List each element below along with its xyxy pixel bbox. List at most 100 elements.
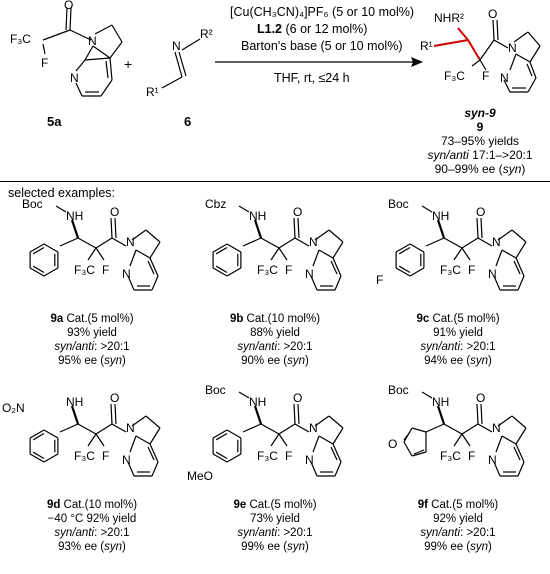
diastereomeric-ratio: syn/anti: >20:1 <box>237 341 313 353</box>
section-divider <box>0 181 550 182</box>
atom-n-pyridine: N <box>122 453 131 467</box>
atom-protecting-group: Cbz <box>205 197 226 211</box>
section-header: selected examples: <box>8 186 116 200</box>
atom-n-pyridine: N <box>488 453 497 467</box>
reactant-5a-structure: F₃C F O N N <box>10 0 123 97</box>
atom-f3c: F₃C <box>440 449 461 463</box>
atom-protecting-group: Boc <box>388 197 409 211</box>
atom-r1: R¹ <box>420 39 433 53</box>
atom-f: F <box>468 449 475 463</box>
compound-label-5a: 5a <box>47 114 62 129</box>
atom-f: F <box>285 263 292 277</box>
product-name: syn-9 <box>464 106 496 120</box>
atom-nh: NH <box>432 209 449 223</box>
atom-nhr2: NHR² <box>434 11 464 25</box>
example-9e-caption: 9e Cat.(5 mol%) 73% yield syn/anti: >20:1 9… <box>185 498 365 554</box>
atom-f3c: F₃C <box>440 263 461 277</box>
compound-id-and-catalyst: 9e Cat.(5 mol%) <box>233 499 317 511</box>
atom-protecting-group: Boc <box>388 383 409 397</box>
enantiomeric-excess: 94% ee (syn) <box>424 355 492 367</box>
atom-substituent: F <box>376 273 383 287</box>
atom-f3c: F₃C <box>74 449 95 463</box>
atom-f: F <box>482 69 489 83</box>
atom-n: N <box>126 421 135 435</box>
atom-f3c: F₃C <box>444 69 465 83</box>
product-syn-9-structure: NHR² R¹ O N F₃C F N <box>420 7 541 93</box>
diastereomeric-ratio: syn/anti: >20:1 <box>54 341 130 353</box>
atom-n: N <box>88 34 97 48</box>
atom-o: O <box>110 205 119 219</box>
atom-n: N <box>309 235 318 249</box>
condition-ligand: L1.2 (6 or 12 mol%) <box>257 22 367 36</box>
example-9d-caption: 9d Cat.(10 mol%) −40 °C 92% yield syn/anti… <box>2 498 182 554</box>
yield: 93% yield <box>67 327 117 339</box>
atom-n-pyridine: N <box>122 267 131 281</box>
compound-id-and-catalyst: 9d Cat.(10 mol%) <box>46 499 138 511</box>
atom-f3c: F₃C <box>257 449 278 463</box>
diastereomeric-ratio: syn/anti: >20:1 <box>420 341 496 353</box>
compound-id-and-catalyst: 9a Cat.(5 mol%) <box>50 313 134 325</box>
atom-r1: R¹ <box>146 85 159 99</box>
atom-f: F <box>102 449 109 463</box>
atom-f3c: F₃C <box>10 32 31 46</box>
atom-o: O <box>110 391 119 405</box>
compound-label-6: 6 <box>184 114 192 129</box>
enantiomeric-excess: 95% ee (syn) <box>58 355 126 367</box>
atom-n: N <box>492 235 501 249</box>
atom-n-pyridine: N <box>500 71 509 85</box>
atom-n: N <box>309 421 318 435</box>
atom-n-pyridine: N <box>70 71 79 85</box>
atom-nh: NH <box>66 209 83 223</box>
enantiomeric-excess: 99% ee (syn) <box>241 541 309 553</box>
condition-solvent-time: THF, rt, ≤24 h <box>274 71 350 85</box>
enantiomeric-excess: 99% ee (syn) <box>424 541 492 553</box>
product-summary: syn-9 9 73–95% yields syn/anti 17:1–>20:… <box>410 106 550 176</box>
product-yields: 73–95% yields <box>440 134 520 148</box>
atom-o: O <box>476 205 485 219</box>
temperature-and-yield: −40 °C 92% yield <box>47 513 137 525</box>
atom-o: O <box>293 205 302 219</box>
plus-sign: + <box>124 56 133 72</box>
atom-f3c: F₃C <box>257 263 278 277</box>
enantiomeric-excess: 93% ee (syn) <box>58 541 126 553</box>
diastereomeric-ratio: syn/anti: >20:1 <box>54 527 130 539</box>
diastereomeric-ratio: syn/anti: >20:1 <box>237 527 313 539</box>
yield: 88% yield <box>250 327 300 339</box>
compound-id-and-catalyst: 9b Cat.(10 mol%) <box>229 313 321 325</box>
atom-o: O <box>64 0 73 12</box>
product-dr: syn/anti 17:1–>20:1 <box>427 148 533 162</box>
reaction-arrow <box>215 57 423 67</box>
atom-nh: NH <box>432 395 449 409</box>
yield: 92% yield <box>433 513 483 525</box>
atom-f: F <box>41 56 48 70</box>
atom-n-pyridine: N <box>305 453 314 467</box>
yield: 91% yield <box>433 327 483 339</box>
atom-substituent: MeO <box>187 469 213 483</box>
atom-protecting-group: Boc <box>205 383 226 397</box>
diastereomeric-ratio: syn/anti: >20:1 <box>420 527 496 539</box>
atom-f: F <box>285 449 292 463</box>
atom-ring-o: O <box>388 437 397 451</box>
ligand-loading: (6 or 12 mol%) <box>282 22 368 36</box>
atom-substituent: O₂N <box>2 401 25 415</box>
enantiomeric-excess: 90% ee (syn) <box>241 355 309 367</box>
atom-nh: NH <box>66 395 83 409</box>
condition-catalyst: [Cu(CH₃CN)₄]PF₆ (5 or 10 mol%) <box>230 5 415 19</box>
compound-id-and-catalyst: 9c Cat.(5 mol%) <box>416 313 500 325</box>
product-ee: 90–99% ee (syn) <box>434 162 526 176</box>
condition-base: Barton's base (5 or 10 mol%) <box>241 39 403 53</box>
product-label: 9 <box>476 120 484 134</box>
yield: 73% yield <box>250 513 300 525</box>
atom-o: O <box>476 391 485 405</box>
atom-n: N <box>492 421 501 435</box>
atom-f: F <box>468 263 475 277</box>
atom-n: N <box>508 41 517 55</box>
atom-n: N <box>172 39 181 53</box>
atom-n-pyridine: N <box>305 267 314 281</box>
